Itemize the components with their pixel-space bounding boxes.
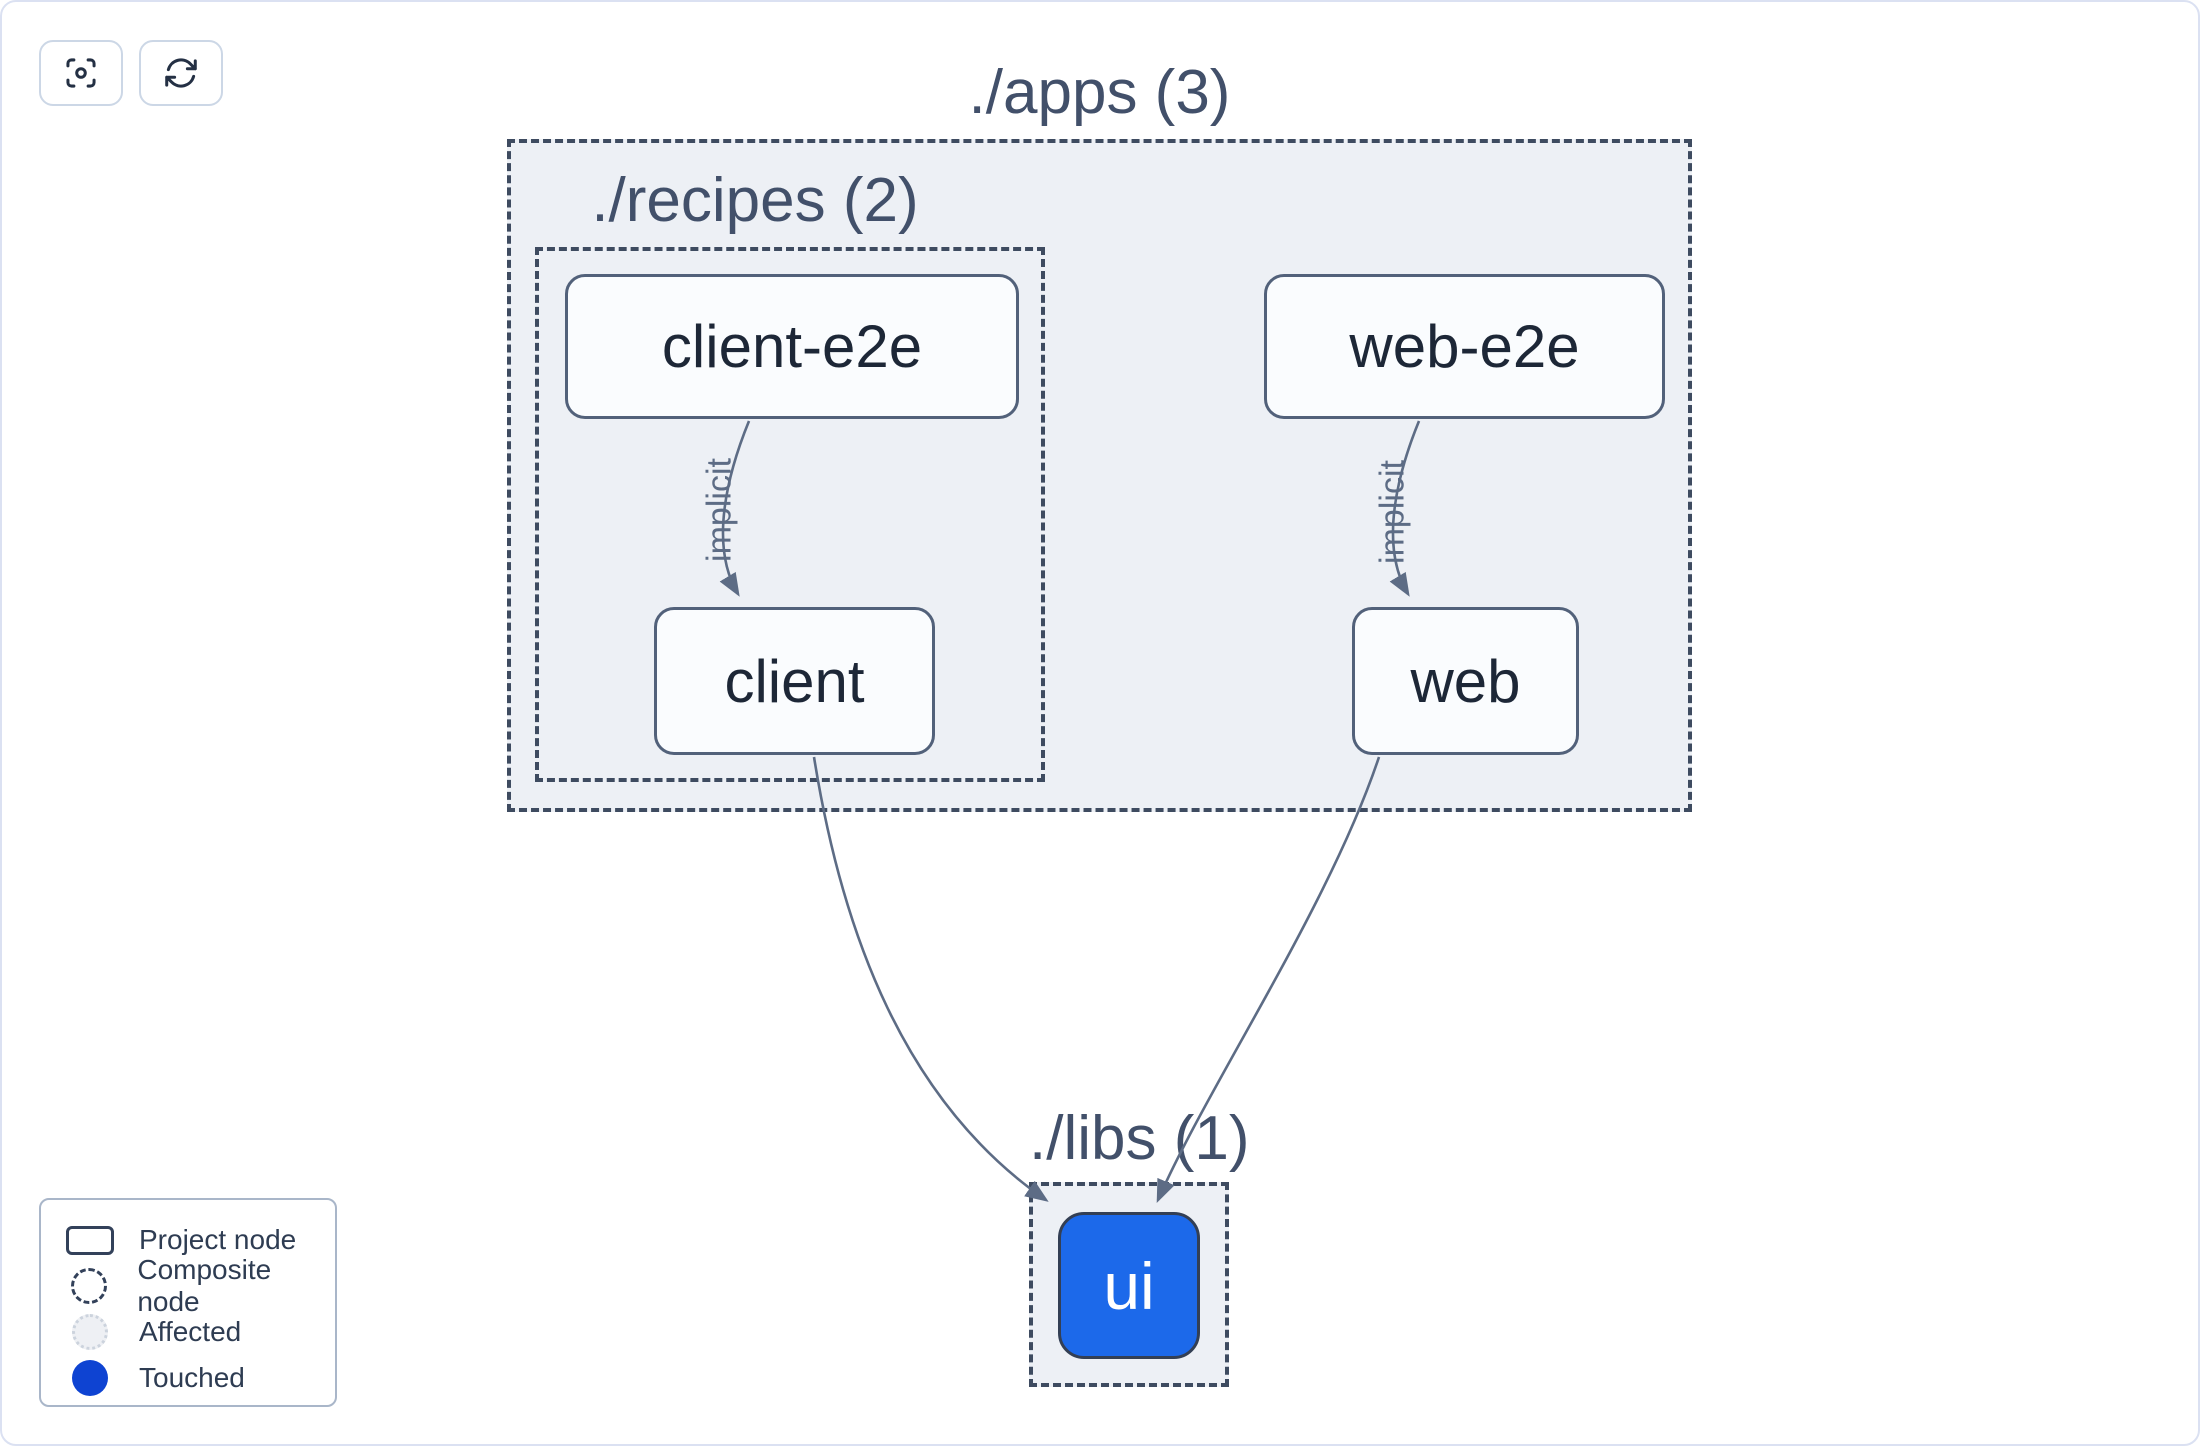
edge-label-implicit: implicit bbox=[1373, 460, 1412, 564]
node-label: client bbox=[724, 647, 865, 715]
node-label: web bbox=[1410, 647, 1521, 715]
edge-web-e2e-web[interactable] bbox=[1389, 420, 1421, 597]
composite-node-swatch bbox=[71, 1268, 108, 1304]
group-label-recipes: ./recipes (2) bbox=[591, 166, 919, 235]
viewfinder-icon bbox=[62, 54, 100, 92]
project-node-web[interactable]: web bbox=[1352, 607, 1579, 755]
project-node-ui-touched[interactable]: ui bbox=[1058, 1212, 1200, 1359]
edge-web-ui[interactable] bbox=[1156, 756, 1381, 1204]
edge-label-implicit: implicit bbox=[700, 458, 739, 562]
group-label-libs: ./libs (1) bbox=[1029, 1104, 1250, 1173]
project-node-swatch bbox=[66, 1225, 114, 1255]
legend-item-composite-node: Composite node bbox=[41, 1254, 335, 1317]
project-node-client[interactable]: client bbox=[654, 607, 935, 755]
graph-legend: Project node Composite node Affected Tou… bbox=[39, 1198, 337, 1407]
touched-swatch bbox=[72, 1360, 108, 1396]
node-label: client-e2e bbox=[661, 313, 923, 380]
project-node-web-e2e[interactable]: web-e2e bbox=[1264, 274, 1665, 419]
legend-label: Project node bbox=[139, 1224, 297, 1255]
affected-swatch bbox=[72, 1314, 108, 1350]
legend-item-project-node: Project node bbox=[41, 1217, 335, 1263]
legend-label: Affected bbox=[139, 1316, 242, 1347]
legend-item-affected: Affected bbox=[41, 1309, 335, 1355]
node-label: web-e2e bbox=[1349, 313, 1580, 380]
legend-item-touched: Touched bbox=[41, 1355, 335, 1401]
edge-client-e2e-client[interactable] bbox=[719, 420, 751, 597]
refresh-icon bbox=[162, 54, 200, 92]
center-graph-button[interactable] bbox=[39, 40, 123, 106]
edge-client-ui[interactable] bbox=[812, 756, 1049, 1202]
refresh-graph-button[interactable] bbox=[139, 40, 223, 106]
project-node-client-e2e[interactable]: client-e2e bbox=[565, 274, 1019, 419]
group-label-apps: ./apps (3) bbox=[968, 58, 1231, 127]
legend-label: Touched bbox=[139, 1362, 245, 1393]
legend-label: Composite node bbox=[137, 1254, 272, 1317]
node-label: ui bbox=[1103, 1248, 1155, 1323]
